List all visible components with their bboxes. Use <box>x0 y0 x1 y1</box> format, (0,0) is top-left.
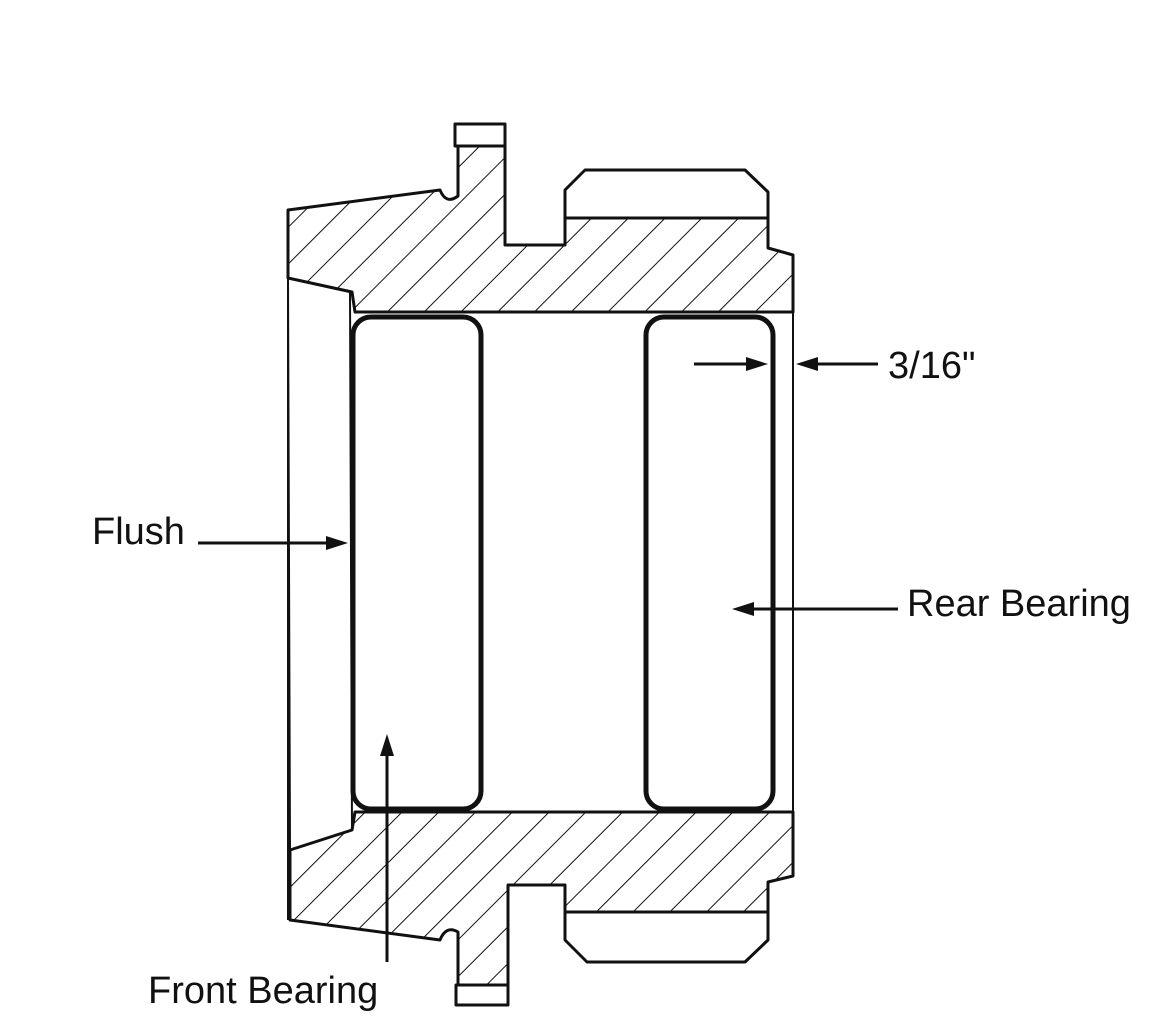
housing-top-section <box>286 122 795 314</box>
housing-bore <box>286 210 794 920</box>
front-bearing-arrow <box>380 734 394 962</box>
dimension-arrows <box>694 357 878 371</box>
front-bearing-label: Front Bearing <box>148 970 378 1012</box>
rear-bearing-label: Rear Bearing <box>907 583 1131 625</box>
housing-bottom-section <box>288 810 795 1007</box>
dimension-label: 3/16" <box>888 345 975 387</box>
rear-bearing-arrow <box>732 602 898 616</box>
rear-bearing <box>643 314 776 812</box>
front-bearing <box>350 314 484 812</box>
flush-arrow <box>198 536 348 550</box>
flush-label: Flush <box>92 511 185 553</box>
